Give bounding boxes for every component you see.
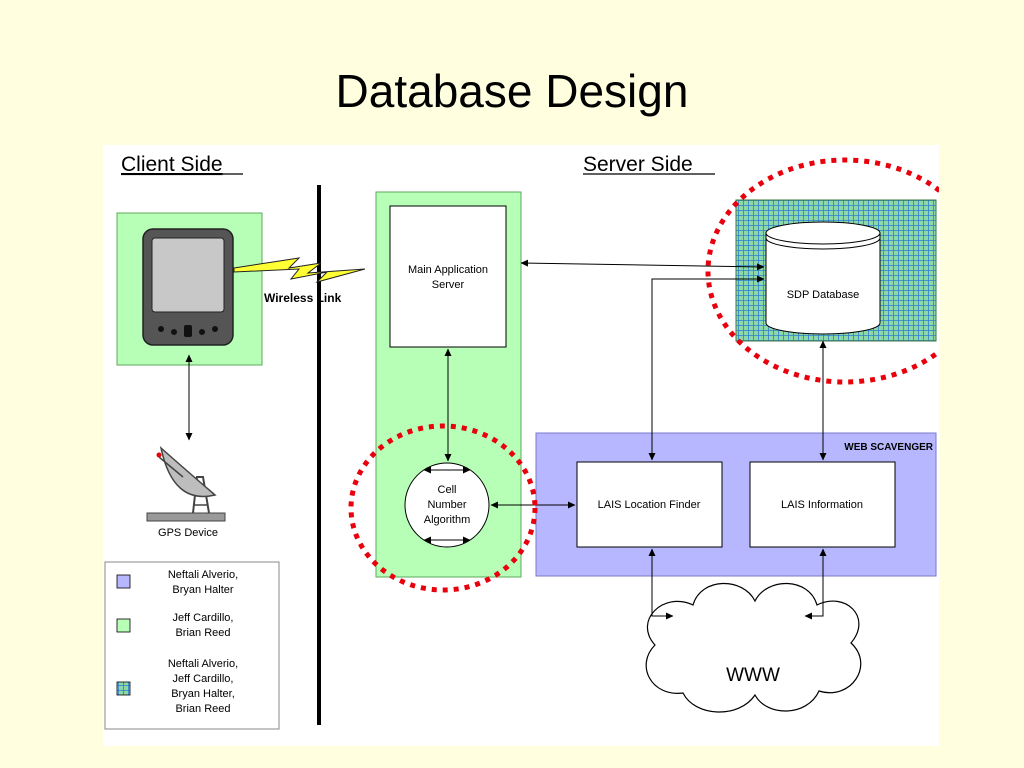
www-label: WWW: [726, 665, 780, 686]
lais-location-finder-label: LAIS Location Finder: [598, 499, 701, 511]
server-side-heading: Server Side: [583, 153, 693, 176]
architecture-diagram: Client Side Server Side WEB SCAVENGER Wi…: [104, 153, 939, 730]
slide-title: Database Design: [335, 65, 689, 117]
handheld-device-icon: [142, 228, 234, 346]
legend-item-3-line-3: Bryan Halter,: [171, 688, 235, 700]
wireless-bolt-icon: [233, 257, 366, 283]
legend-item-3-line-4: Brian Reed: [175, 703, 230, 715]
cell-algorithm-label-3: Algorithm: [424, 514, 470, 526]
legend-swatch-grid: [116, 681, 131, 696]
diagram-canvas: Client Side Server Side WEB SCAVENGER Wi…: [103, 145, 939, 746]
legend-item-3-line-2: Jeff Cardillo,: [173, 673, 234, 685]
lais-information-label: LAIS Information: [781, 499, 863, 511]
cell-number-algorithm: [404, 462, 490, 548]
legend-item-1-line-2: Bryan Halter: [172, 584, 233, 596]
www-cloud-icon: [645, 582, 862, 713]
satellite-dish-icon: [146, 445, 226, 522]
legend-box: [104, 561, 280, 730]
gps-device-label: GPS Device: [158, 527, 218, 539]
connector-finder-www: [648, 548, 674, 620]
main-server-label-1: Main Application: [408, 264, 488, 276]
connector-info-www: [804, 548, 827, 620]
main-server-label-2: Server: [432, 279, 465, 291]
connector-finder-database: [648, 275, 765, 461]
legend-item-2-line-1: Jeff Cardillo,: [173, 612, 234, 624]
legend-item-1-line-1: Neftali Alverio,: [168, 569, 238, 581]
legend-item-3-line-1: Neftali Alverio,: [168, 658, 238, 670]
database-cylinder-icon: [765, 221, 881, 335]
lais-information: [749, 461, 896, 548]
web-scavenger-label: WEB SCAVENGER: [844, 442, 933, 453]
highlight-database-circle: [705, 157, 939, 385]
lais-location-finder: [576, 461, 723, 548]
highlight-algorithm-circle: [348, 423, 538, 593]
main-application-server: [389, 205, 507, 348]
sdp-database-label: SDP Database: [787, 289, 860, 301]
connector-server-database: [520, 259, 765, 271]
legend-swatch-blue: [116, 574, 131, 589]
client-side-heading: Client Side: [121, 153, 223, 176]
cell-algorithm-label-2: Number: [427, 499, 466, 511]
wireless-link-label: Wireless Link: [264, 291, 342, 305]
legend-item-2-line-2: Brian Reed: [175, 627, 230, 639]
legend-swatch-green: [116, 618, 131, 633]
cell-algorithm-label-1: Cell: [438, 484, 457, 496]
